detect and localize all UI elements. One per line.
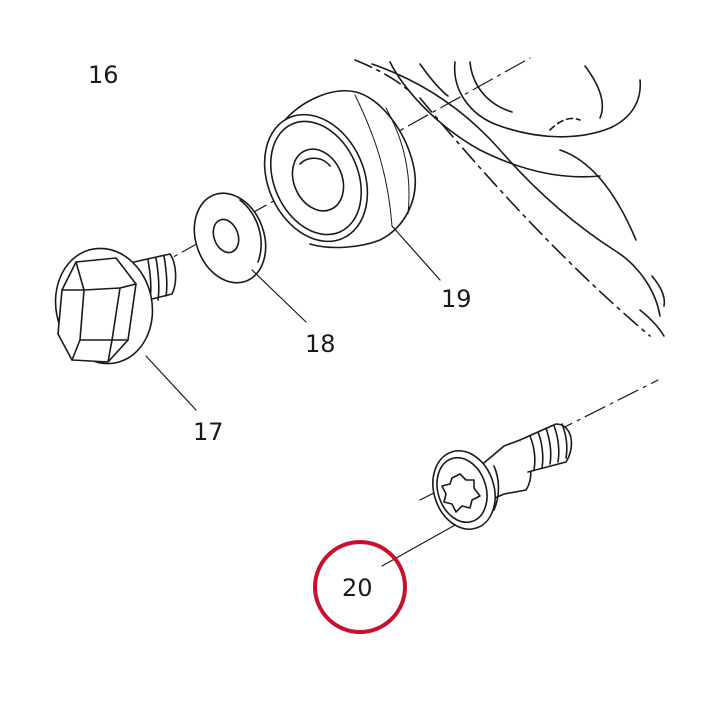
leader-line-19 bbox=[391, 225, 441, 281]
callout-19: 19 bbox=[441, 285, 472, 313]
part-17-hex-bolt bbox=[54, 247, 177, 365]
leader-line-18 bbox=[251, 269, 307, 323]
callout-16: 16 bbox=[88, 61, 119, 89]
frame-bracket bbox=[354, 59, 666, 337]
center-line-upper bbox=[149, 57, 531, 271]
part-20-torx-bolt bbox=[432, 423, 573, 530]
highlight-ring-20 bbox=[313, 540, 407, 634]
part-19-roller bbox=[263, 90, 416, 249]
callout-17: 17 bbox=[193, 418, 224, 446]
callout-20: 20 bbox=[342, 574, 373, 602]
part-18-washer bbox=[193, 192, 267, 284]
leader-line-17 bbox=[145, 355, 197, 411]
callout-18: 18 bbox=[305, 330, 336, 358]
